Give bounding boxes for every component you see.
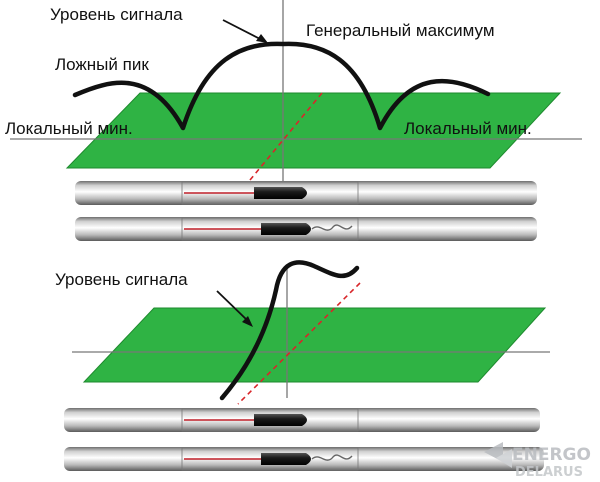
bottom-label-pointer xyxy=(216,290,249,322)
bottom-signal-level-label: Уровень сигнала xyxy=(55,270,188,289)
top-dashed-line xyxy=(249,92,323,181)
top-tube-2 xyxy=(75,217,537,241)
local-min-right-label: Локальный мин. xyxy=(404,119,532,138)
bottom-signal-curve xyxy=(219,260,360,401)
watermark-line-1: ENERGO xyxy=(512,445,591,465)
top-signal-level-label: Уровень сигнала xyxy=(50,5,183,24)
top-signal-curve xyxy=(72,41,491,131)
top-label-arrowhead xyxy=(256,34,268,43)
sensor-probe-icon xyxy=(254,414,307,426)
cable-coil xyxy=(311,454,353,461)
bottom-tube-2 xyxy=(64,447,544,471)
bottom-label-arrowhead xyxy=(242,316,253,327)
sensor-probe-icon xyxy=(261,453,311,465)
general-maximum-label: Генеральный максимум xyxy=(306,21,495,40)
watermark-line-2: DELARUS xyxy=(515,465,583,480)
bottom-tube-1 xyxy=(64,408,540,432)
top-tube-1 xyxy=(75,181,537,205)
local-min-left-label: Локальный мин. xyxy=(5,119,133,138)
sensor-probe-icon xyxy=(261,223,311,235)
bottom-dashed-line xyxy=(237,282,361,405)
top-label-pointer xyxy=(222,19,263,41)
false-peak-label: Ложный пик xyxy=(55,55,149,74)
sensor-probe-icon xyxy=(254,187,307,199)
bottom-plane xyxy=(82,307,547,383)
energo-logo-icon: ENERGO DELARUS xyxy=(484,442,591,480)
cable-coil xyxy=(311,224,353,231)
